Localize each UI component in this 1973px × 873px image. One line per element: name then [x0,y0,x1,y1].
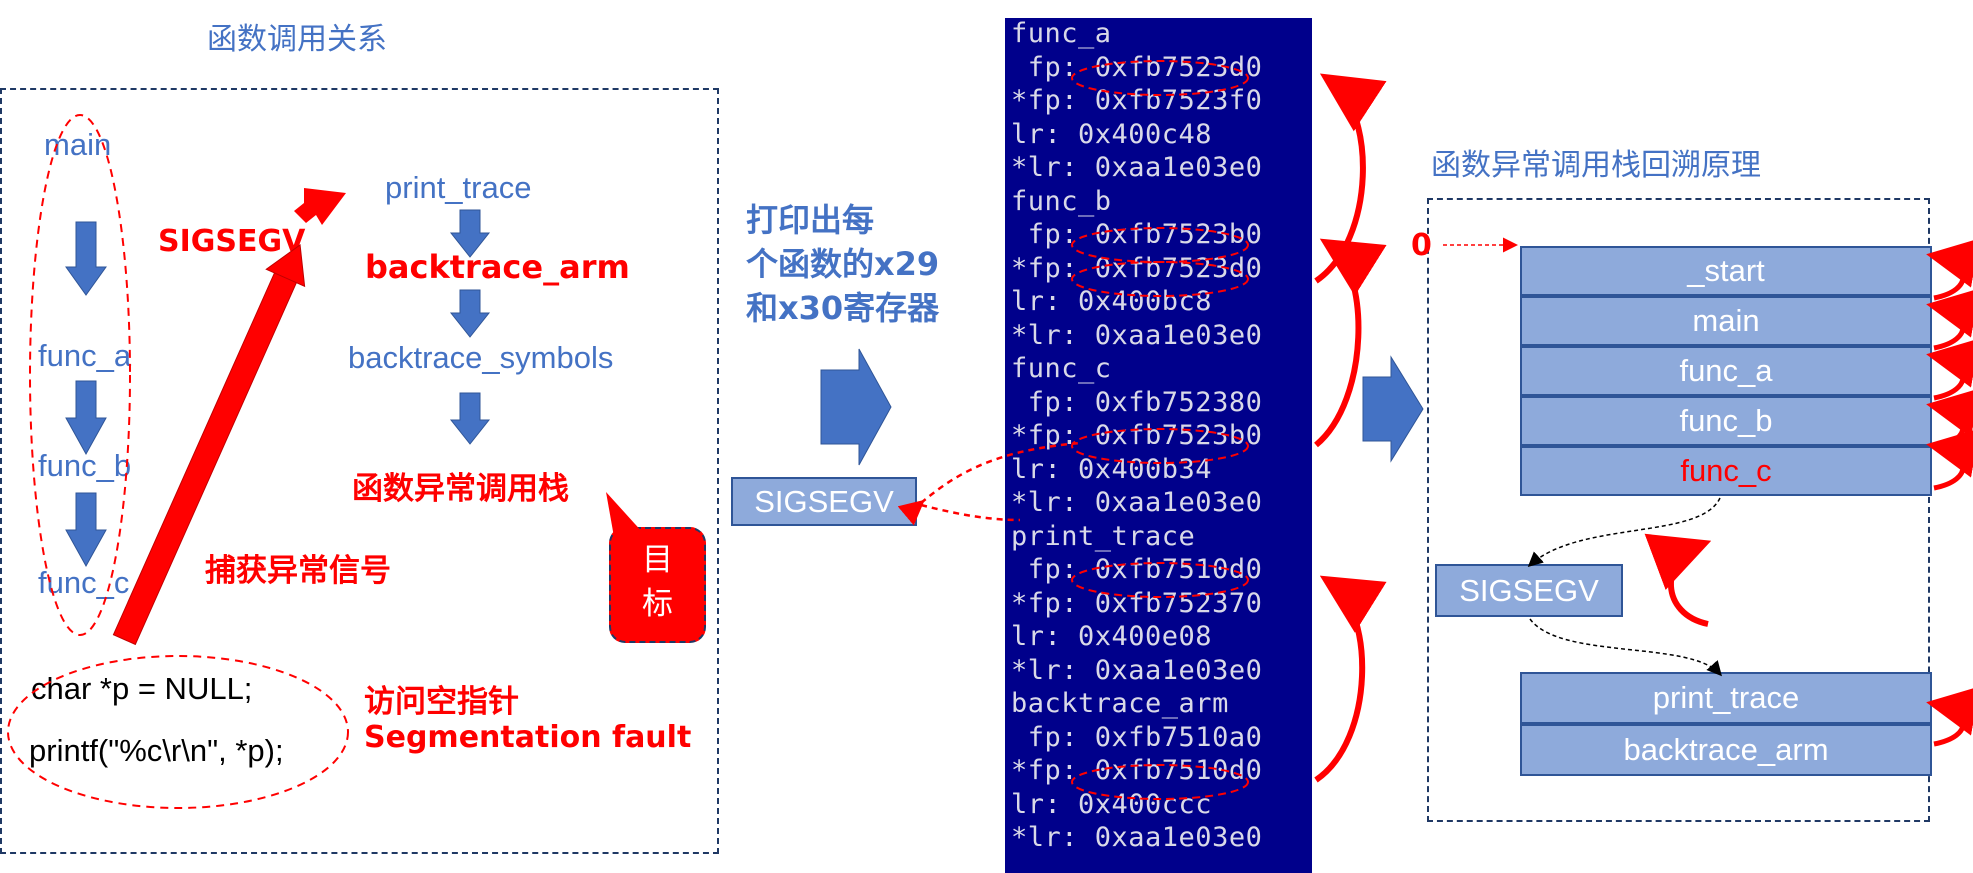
callout-pointer [606,492,645,537]
null-pointer-note: 访问空指针 [364,684,519,720]
call-chain-main: main [44,127,112,162]
signal-chain-backtrace-arm: backtrace_arm [365,248,630,286]
terminal-line: lr: 0x400b34 [1011,453,1213,485]
sigsegv-link [897,441,1081,526]
terminal-line: *lr: 0xaa1e03e0 [1011,822,1263,853]
terminal-line: func_c [1011,353,1112,384]
call-chain-arrows [65,209,491,568]
left-panel [0,88,719,854]
terminal-line: fp: 0xfb7523b0 [1011,219,1263,250]
terminal-line: *fp: 0xfb7523b0 [1011,420,1263,451]
stack-frame: backtrace_arm [1520,724,1932,776]
right-arrow-icon-right [1362,355,1424,463]
catch-signal-label: 捕获异常信号 [205,553,391,589]
arrow-down-icon [65,492,107,568]
call-chain-ellipse [29,114,131,636]
print-note-line-1: 打印出每 [746,201,875,239]
right-panel [1427,198,1930,822]
terminal-line: *lr: 0xaa1e03e0 [1011,487,1263,518]
terminal-highlights [1071,60,1249,800]
arrow-down-icon [449,209,491,258]
call-chain-func-b: func_b [38,448,132,483]
zero-label: 0 [1411,228,1432,263]
middle-sigsegv-box: SIGSEGV [731,477,917,526]
terminal-line: *fp: 0xfb752370 [1011,587,1263,619]
stack-frame: main [1520,296,1932,346]
terminal-line: func_a [1011,18,1112,49]
terminal-line: *fp: 0xfb7510d0 [1011,755,1263,786]
right-sigsegv-box: SIGSEGV [1435,564,1623,617]
hook-arrow-icon [1644,533,1712,627]
call-chain-func-a: func_a [38,338,132,373]
signal-chain-exception-stack: 函数异常调用栈 [352,471,569,507]
func-c-to-sigsegv [1527,497,1721,568]
terminal-line: func_b [1011,185,1112,217]
arrow-down-icon [65,221,107,296]
print-note-line-3: 和x30寄存器 [746,289,940,327]
terminal-line: *lr: 0xaa1e03e0 [1011,654,1263,686]
terminal-line: fp: 0xfb7523d0 [1011,51,1263,83]
terminal-line: fp: 0xfb752380 [1011,386,1263,418]
sigsegv-link [920,503,1021,522]
terminal-line: lr: 0x400bc8 [1011,286,1213,317]
stack-frame: _start [1520,246,1932,296]
code-line-printf: printf("%c\r\n", *p); [29,733,284,768]
terminal-line: *fp: 0xfb7523f0 [1011,85,1263,116]
sigsegv-arrow [112,244,306,646]
right-title: 函数异常调用栈回溯原理 [1431,148,1761,183]
arrow-down-icon [449,392,491,445]
target-callout [609,527,706,643]
stack-curl-arrows [1926,238,1973,747]
target-callout-text: 目 标 [642,542,673,622]
sigsegv-arrow-tip-icon [294,188,346,225]
sigsegv-to-print-trace [1529,618,1722,677]
terminal-line: fp: 0xfb7510d0 [1011,554,1263,585]
stack-frame: func_c [1520,446,1932,496]
right-arrow-icon-middle [820,348,892,466]
terminal-line: lr: 0x400ccc [1011,788,1213,820]
signal-chain-backtrace-symbols: backtrace_symbols [348,340,614,375]
terminal-line: print_trace [1011,520,1196,552]
signal-chain-print-trace: print_trace [385,170,532,205]
terminal-line: fp: 0xfb7510a0 [1011,721,1263,753]
terminal-line: lr: 0x400e08 [1011,621,1213,652]
stack-frame: print_trace [1520,672,1932,724]
code-ellipse [7,655,349,809]
terminal-curve-arrows [1314,73,1387,783]
segfault-note: Segmentation fault [364,720,692,755]
terminal-line: backtrace_arm [1011,688,1229,719]
print-registers-note: 打印出每 个函数的x29 和x30寄存器 [746,198,939,330]
terminal-line: *lr: 0xaa1e03e0 [1011,152,1263,183]
terminal-line: lr: 0x400c48 [1011,118,1213,150]
arrow-down-icon [65,380,107,456]
terminal-line: *fp: 0xfb7523d0 [1011,252,1263,284]
terminal-line: *lr: 0xaa1e03e0 [1011,319,1263,351]
left-title: 函数调用关系 [207,22,387,57]
print-note-line-2: 个函数的x29 [746,245,940,283]
arrow-down-icon [449,289,491,338]
sigsegv-label: SIGSEGV [158,224,306,259]
